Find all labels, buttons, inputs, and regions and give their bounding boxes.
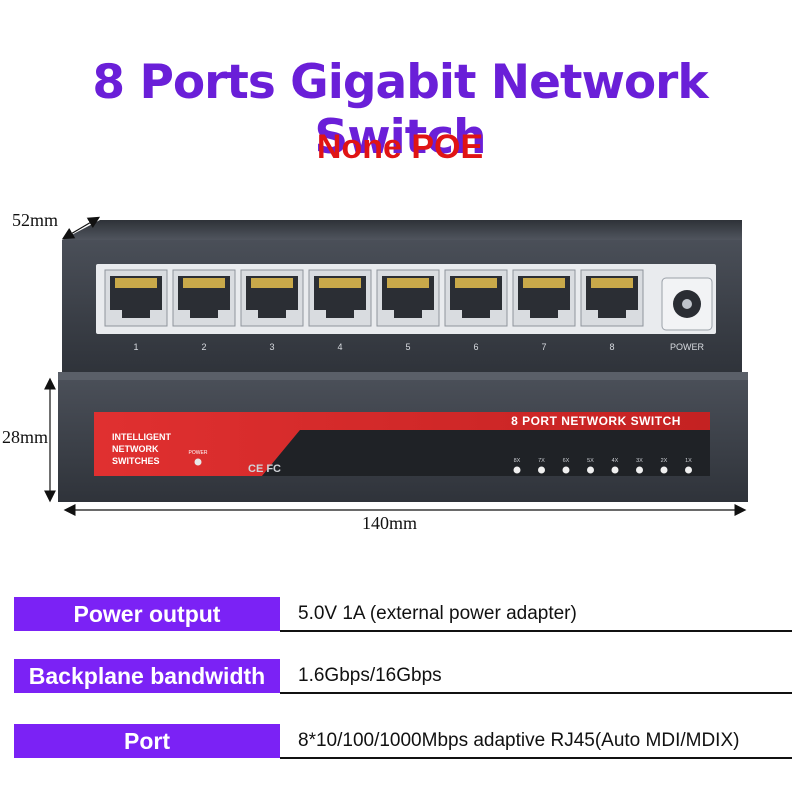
port-led-icon xyxy=(685,466,692,474)
port-number: 5 xyxy=(405,342,410,352)
power-led-label: POWER xyxy=(189,450,208,456)
port-led-icon xyxy=(587,466,594,474)
port-led-icon xyxy=(636,466,643,474)
led-label: 4X xyxy=(612,458,619,464)
led-label: 8X xyxy=(514,458,521,464)
spec-divider xyxy=(280,630,792,632)
spec-divider xyxy=(280,757,792,759)
spec-label: Power output xyxy=(14,597,280,631)
rj45-port xyxy=(512,269,576,327)
brand-line-3: SWITCHES xyxy=(112,456,160,466)
port-led-icon xyxy=(562,466,570,474)
spec-label: Backplane bandwidth xyxy=(14,659,280,693)
brand-line-1: INTELLIGENT xyxy=(112,432,171,442)
panel-title: 8 PORT NETWORK SWITCH xyxy=(511,414,681,428)
spec-divider xyxy=(280,692,792,694)
rj45-port xyxy=(444,269,508,327)
brand-line-2: NETWORK xyxy=(112,444,159,454)
led-label: 3X xyxy=(636,458,643,464)
led-label: 5X xyxy=(587,458,594,464)
port-number: 7 xyxy=(541,342,546,352)
rj45-port xyxy=(240,269,304,327)
width-dimension-label: 140mm xyxy=(362,513,418,533)
port-number: 1 xyxy=(133,342,138,352)
led-label: 6X xyxy=(563,458,570,464)
switch-product-image: POWER 1 2 3 4 5 6 7 8 8 PORT NETWORK SWITCH INT… xyxy=(44,216,748,516)
rj45-port xyxy=(376,269,440,327)
spec-row: Power output 5.0V 1A (external power adap… xyxy=(14,597,792,632)
led-label: 1X xyxy=(685,458,692,464)
led-label: 7X xyxy=(538,458,545,464)
page-subtitle: None POE xyxy=(316,128,484,166)
height-dimension-label: 28mm xyxy=(2,427,49,447)
spec-label: Port xyxy=(14,724,280,758)
depth-dimension-label: 52mm xyxy=(12,210,59,230)
spec-value: 8*10/100/1000Mbps adaptive RJ45(Auto MDI… xyxy=(298,730,740,751)
port-led-icon xyxy=(611,466,619,474)
port-number: 6 xyxy=(473,342,478,352)
rj45-port xyxy=(580,269,644,327)
port-led-icon xyxy=(660,466,668,474)
led-label: 2X xyxy=(661,458,668,464)
switch-front-view: 8 PORT NETWORK SWITCH INTELLIGENT NETWOR… xyxy=(58,372,748,502)
rj45-port xyxy=(104,269,168,327)
spec-value: 1.6Gbps/16Gbps xyxy=(298,665,442,686)
port-led-icon xyxy=(538,466,545,474)
port-number: 4 xyxy=(337,342,342,352)
port-led-icon xyxy=(513,466,521,474)
rj45-port xyxy=(308,269,372,327)
page-title: 8 Ports Gigabit Network Switch xyxy=(92,55,708,165)
spec-value: 5.0V 1A (external power adapter) xyxy=(298,603,577,624)
power-jack-label: POWER xyxy=(670,342,705,352)
port-number: 3 xyxy=(269,342,274,352)
port-number: 2 xyxy=(201,342,206,352)
certification-marks: CE FC xyxy=(248,463,281,475)
spec-row: Port 8*10/100/1000Mbps adaptive RJ45(Auto… xyxy=(14,724,792,759)
port-number: 8 xyxy=(609,342,614,352)
switch-rear-view: POWER 1 2 3 4 5 6 7 8 xyxy=(62,220,742,372)
spec-row: Backplane bandwidth 1.6Gbps/16Gbps xyxy=(14,659,792,694)
rj45-port xyxy=(172,269,236,327)
depth-arrow xyxy=(61,216,101,240)
power-led-icon xyxy=(194,458,202,466)
